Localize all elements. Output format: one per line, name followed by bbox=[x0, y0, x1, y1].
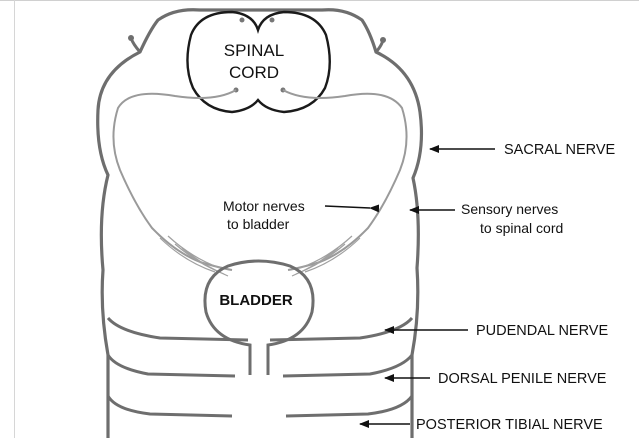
motor-arrow bbox=[325, 206, 370, 208]
posterior-tibial-nerve bbox=[108, 396, 412, 416]
inner-nerve-loop bbox=[113, 90, 406, 270]
posterior-tibial-nerve-label: POSTERIOR TIBIAL NERVE bbox=[416, 417, 603, 433]
pudendal-nerve bbox=[108, 318, 412, 340]
pudendal-nerve-label: PUDENDAL NERVE bbox=[476, 323, 608, 339]
sensory-nerves-label-line2: to spinal cord bbox=[480, 220, 563, 236]
dorsal-penile-nerve bbox=[108, 355, 412, 376]
left-fibers bbox=[160, 236, 228, 276]
right-fibers bbox=[292, 236, 360, 276]
cord-top-right-dot bbox=[270, 18, 275, 23]
motor-nerves-label-line2: to bladder bbox=[227, 216, 290, 232]
spinal-cord-label-line2: CORD bbox=[229, 63, 279, 82]
cord-top-left-dot bbox=[240, 18, 245, 23]
bladder-shape bbox=[205, 261, 313, 375]
sensory-nerves-label-line1: Sensory nerves bbox=[461, 201, 558, 217]
dorsal-penile-nerve-label: DORSAL PENILE NERVE bbox=[438, 371, 607, 387]
sacral-nerve-label: SACRAL NERVE bbox=[504, 142, 616, 158]
motor-nerves-label-line1: Motor nerves bbox=[223, 198, 305, 214]
spinal-cord-label-line1: SPINAL bbox=[224, 41, 284, 60]
left-root-dot bbox=[128, 35, 134, 41]
bladder-label: BLADDER bbox=[219, 292, 292, 309]
right-root-dot bbox=[380, 37, 386, 43]
